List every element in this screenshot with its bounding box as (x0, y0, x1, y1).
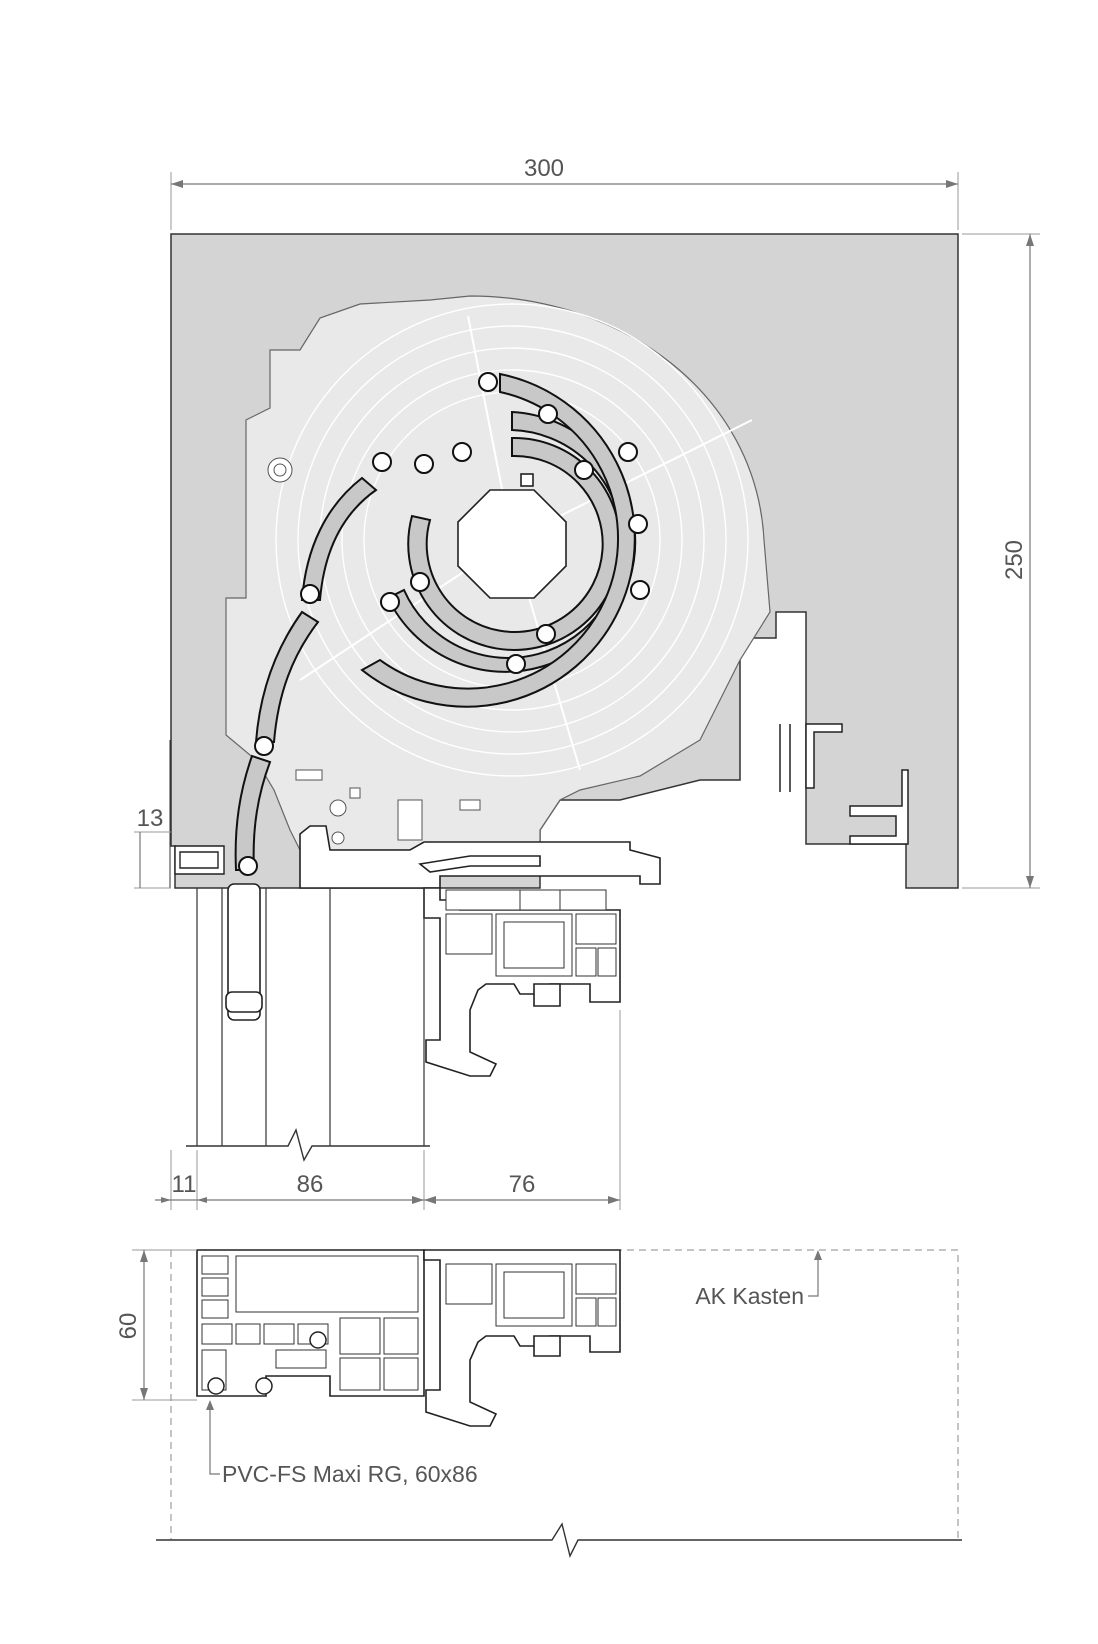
rail-hook (779, 724, 791, 792)
dim-sash-depth: 76 (509, 1171, 536, 1198)
opening-lines (196, 888, 425, 1146)
glazing-bead-lower (533, 1335, 561, 1357)
slat-coil-outer (360, 372, 636, 708)
guide-ring-2 (297, 325, 727, 755)
dim-offset-left: 11 (172, 1171, 197, 1198)
window-frame-lower (156, 1249, 962, 1559)
dim-profile-height: 60 (115, 1313, 142, 1340)
dim-box-height: 250 (1001, 540, 1028, 580)
dim-flange: 13 (137, 805, 164, 832)
slat-hang-2 (254, 610, 320, 743)
dim-frame-depth: 86 (297, 1171, 324, 1198)
label-ak-kasten: AK Kasten (695, 1283, 804, 1309)
ak-kasten-outline (170, 1249, 959, 1540)
glazing-bead (533, 983, 561, 1007)
wall-bracket (174, 845, 225, 875)
profile-name-leader (209, 1404, 220, 1475)
guide-rail (805, 723, 843, 789)
dimensions-upper: 300 250 13 11 86 76 (134, 155, 1040, 1210)
sash-lower-chambers (445, 1263, 617, 1327)
rolled-slats (234, 372, 650, 876)
winding-shaft (457, 489, 567, 599)
guide-ring-4 (341, 369, 683, 711)
frame-clip (418, 855, 541, 873)
break-line-lower (156, 1522, 962, 1559)
dim-box-width: 300 (524, 155, 564, 182)
end-slat-seal (225, 991, 263, 1013)
subframe-seals (207, 1331, 327, 1395)
sash-chambers (445, 889, 617, 977)
end-slat (227, 883, 261, 1021)
dimensions-lower: 60 AK Kasten PVC-FS Maxi RG, 60x86 (115, 1249, 822, 1487)
window-frame-upper (186, 825, 661, 1162)
ak-kasten-leader (808, 1254, 819, 1297)
housing-details (267, 457, 481, 845)
shaft-key (520, 473, 534, 487)
guide-ring-outer (275, 303, 749, 777)
slat-joints (238, 372, 650, 876)
rail-clip (849, 769, 909, 845)
label-profile-name: PVC-FS Maxi RG, 60x86 (222, 1461, 478, 1487)
break-line-upper (186, 1128, 430, 1162)
